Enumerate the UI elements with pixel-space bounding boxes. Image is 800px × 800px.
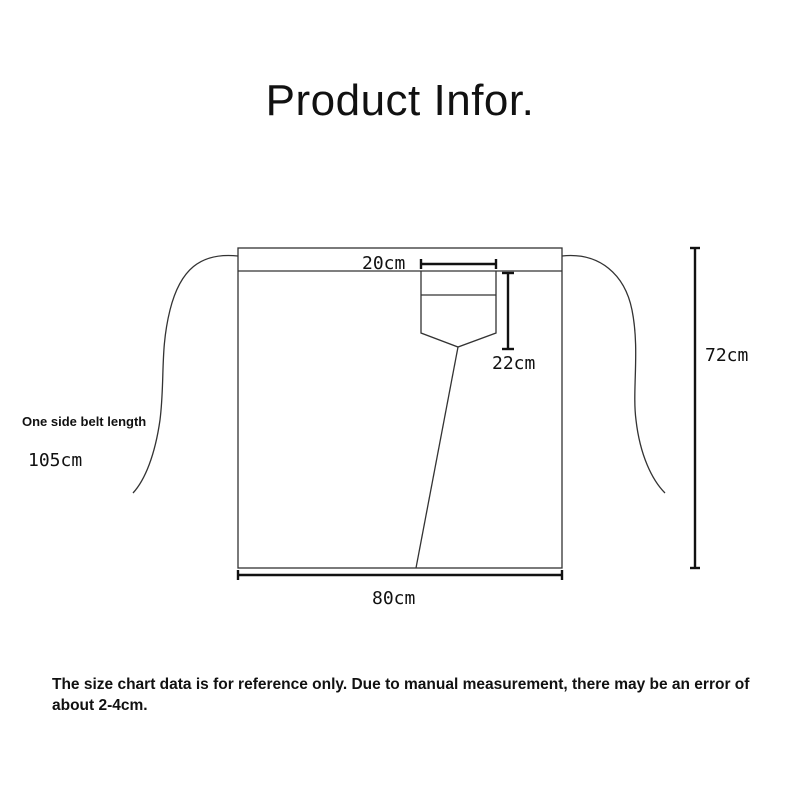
- pocket: [420, 271, 497, 348]
- apron-body: [237, 247, 563, 569]
- dim-72cm: [690, 246, 700, 570]
- pocket-width-label: 20cm: [362, 253, 406, 274]
- belt-length-value: 105cm: [28, 450, 83, 471]
- page-title: Product Infor.: [265, 76, 535, 125]
- dim-22cm: [502, 271, 514, 351]
- total-height-label: 72cm: [705, 345, 749, 366]
- measurement-note: The size chart data is for reference onl…: [52, 676, 750, 714]
- left-belt: [132, 254, 239, 494]
- dim-80cm: [236, 570, 564, 580]
- dim-20cm: [419, 259, 498, 269]
- right-belt: [561, 254, 666, 494]
- pocket-height-label: 22cm: [492, 353, 536, 374]
- pocket-seam-line: [415, 346, 459, 569]
- total-width-label: 80cm: [372, 588, 416, 609]
- belt-length-label: One side belt length: [22, 414, 147, 429]
